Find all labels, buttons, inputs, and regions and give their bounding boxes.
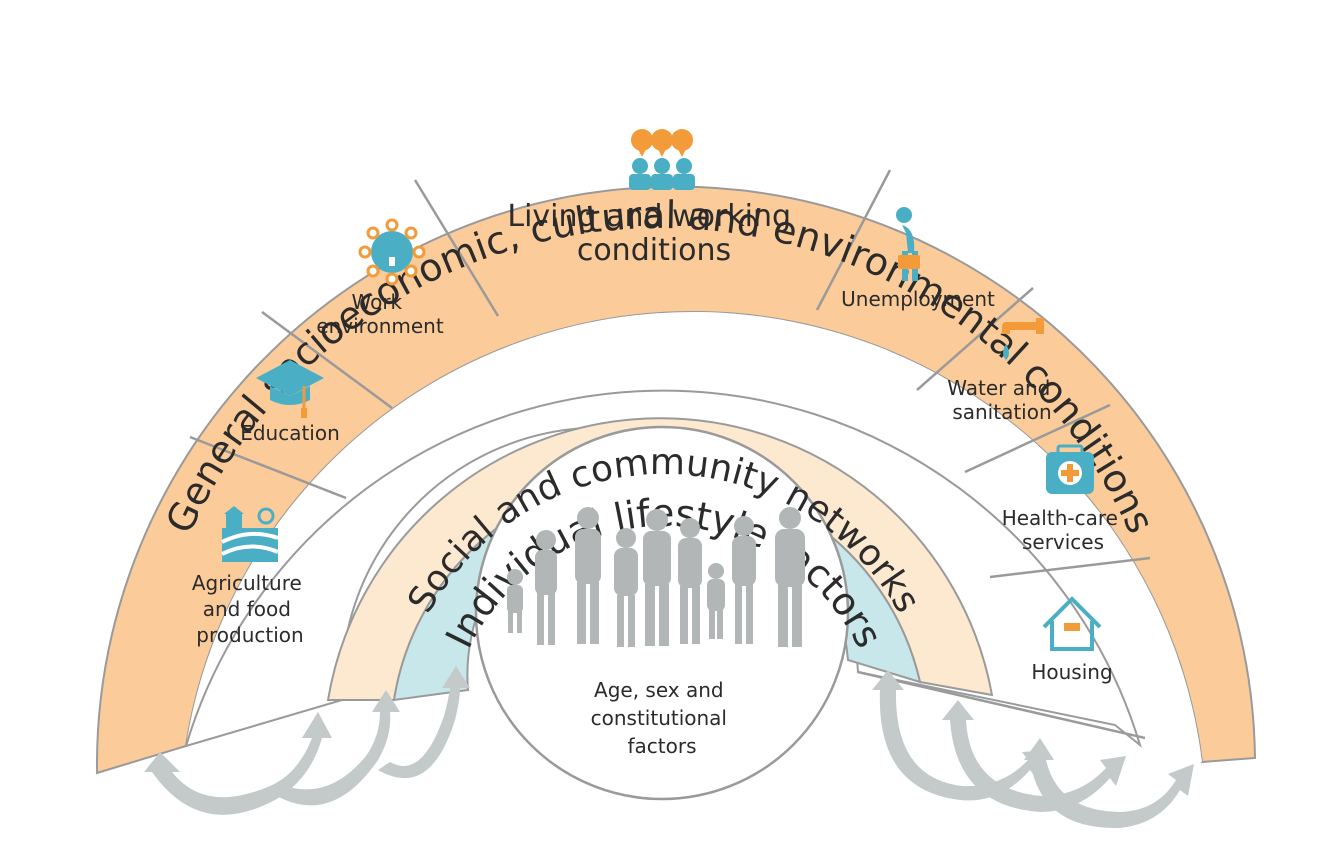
segment-water: Water and sanitation bbox=[947, 318, 1056, 424]
water-label: Water and sanitation bbox=[947, 376, 1056, 424]
segment-living: Living and working conditions bbox=[507, 129, 800, 268]
faucet-icon bbox=[1002, 318, 1044, 360]
network-icon bbox=[358, 218, 426, 286]
segment-work: Work environment bbox=[316, 218, 444, 338]
segment-education: Education bbox=[240, 360, 340, 445]
living-label: Living and working conditions bbox=[507, 199, 800, 268]
unemployment-label: Unemployment bbox=[841, 287, 995, 311]
segment-dividers bbox=[189, 169, 1151, 740]
person-briefcase-icon bbox=[896, 207, 920, 281]
agriculture-label: Agriculture and food production bbox=[192, 571, 308, 647]
segment-housing: Housing bbox=[1031, 596, 1113, 684]
segment-agriculture: Agriculture and food production bbox=[192, 506, 308, 647]
core-label: Age, sex and constitutional factors bbox=[591, 678, 734, 758]
graduation-cap-icon bbox=[256, 360, 324, 418]
work-label: Work environment bbox=[316, 290, 444, 338]
education-label: Education bbox=[240, 421, 340, 445]
people-talking-icon bbox=[629, 129, 695, 190]
segment-unemployment: Unemployment bbox=[841, 207, 995, 311]
house-icon bbox=[1042, 596, 1102, 651]
segment-health: Health-care services bbox=[1002, 444, 1125, 554]
medical-kit-icon bbox=[1046, 444, 1094, 494]
farm-icon bbox=[221, 506, 279, 562]
people-silhouette-icon bbox=[507, 507, 805, 647]
health-label: Health-care services bbox=[1002, 506, 1125, 554]
interaction-arrows-left bbox=[144, 666, 470, 815]
housing-label: Housing bbox=[1031, 660, 1112, 684]
interaction-arrows-right bbox=[872, 670, 1194, 829]
